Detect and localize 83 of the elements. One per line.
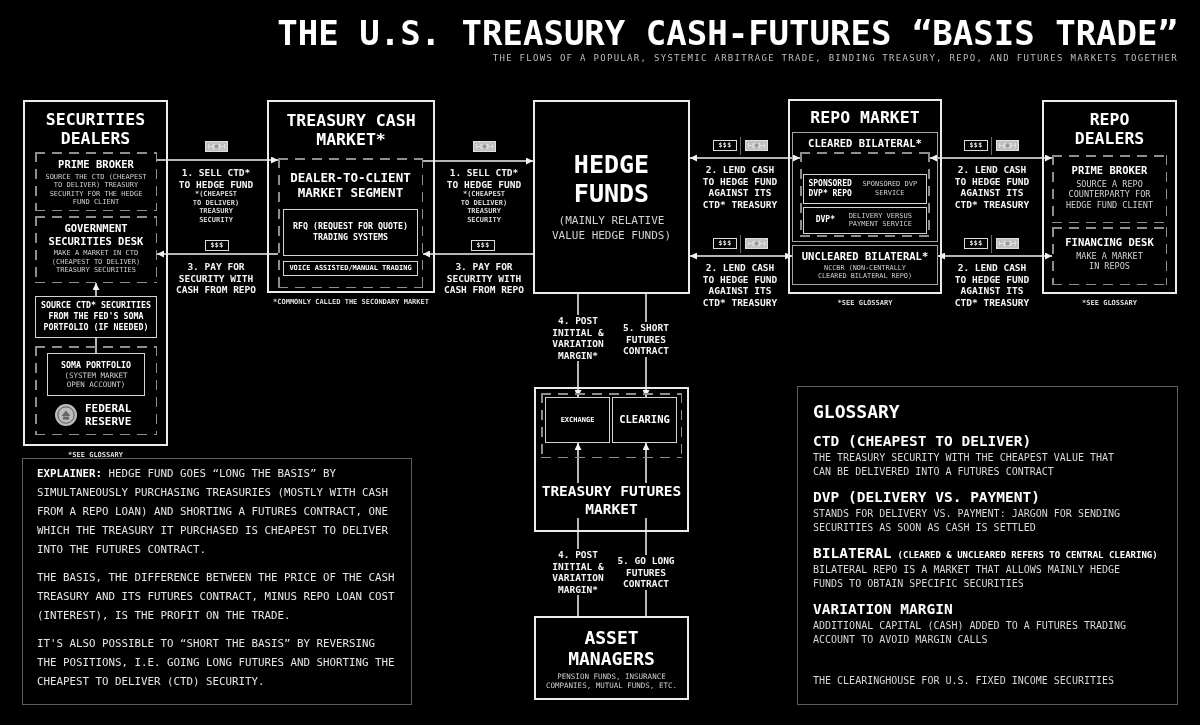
portfolio-box <box>47 353 145 396</box>
glossary-definition: STANDS FOR DELIVERY VS. PAYMENT: JARGON FOR SENDING SECURITIES AS SOON AS CASH IS SETTLED <box>813 507 1122 535</box>
double-arrow <box>929 154 1053 162</box>
glossary-term: VARIATION MARGIN <box>813 601 953 618</box>
service-box <box>802 173 927 204</box>
node-title: TREASURY CASH MARKET* <box>285 112 417 150</box>
market-box <box>267 100 435 293</box>
glossary-definition: BILATERAL REPO IS A MARKET THAT ALLOWS MAINLY HEDGE FUNDS TO OBTAIN SPECIFIC SECURITIES <box>813 563 1122 591</box>
section-title: UNCLEARED BILATERAL* <box>801 249 929 263</box>
arrow <box>92 282 100 297</box>
description: (MAINLY RELATIVE VALUE HEDGE FUNDS) <box>550 214 673 244</box>
edge-label: 1. SELL CTD* TO HEDGE FUND <box>176 167 256 190</box>
double-arrow <box>689 252 793 260</box>
system-box <box>283 209 418 256</box>
node-title: REPO DEALERS <box>1073 111 1146 149</box>
segment-box <box>792 245 938 285</box>
segment-box <box>278 158 423 288</box>
institution-box <box>35 346 157 435</box>
clearing-box <box>612 397 677 443</box>
glossary-definition: THE CLEARINGHOUSE FOR U.S. FIXED INCOME SECURITIES <box>813 674 1115 688</box>
glossary-panel <box>797 386 1178 705</box>
section-title: CLEARING <box>619 412 670 426</box>
node-title: REPO MARKET <box>810 109 920 128</box>
edge-label: 2. LEND CASH TO HEDGE FUND AGAINST ITS CTD* TREASURY <box>700 164 780 210</box>
item-title: SPONSORED DVP* REPO <box>807 178 853 199</box>
exchange-box <box>545 397 610 443</box>
desk-box <box>1052 155 1167 223</box>
item-title: SOURCE CTD* SECURITIES FROM THE FED'S SOMA PORTFOLIO (IF NEEDED) <box>40 300 152 333</box>
desk-box <box>1052 227 1167 285</box>
connector-line <box>95 337 97 354</box>
glossary-term: CTD (CHEAPEST TO DELIVER) <box>813 433 1032 450</box>
item-title: DVP* <box>815 215 835 225</box>
node-title: SECURITIES DEALERS <box>44 111 147 149</box>
venue-frame <box>541 393 682 458</box>
service-box <box>802 206 927 234</box>
item-title: RFQ (REQUEST FOR QUOTE) TRADING SYSTEMS <box>292 221 409 243</box>
glossary-title: GLOSSARY <box>813 401 900 423</box>
node-title: HEDGE FUNDS <box>572 150 651 209</box>
participant-box <box>533 100 690 294</box>
node-title: TREASURY FUTURES MARKET <box>539 483 684 518</box>
segment-box <box>792 132 938 242</box>
explainer-paragraph: THE BASIS, THE DIFFERENCE BETWEEN THE PRICE OF THE CASH TREASURY AND ITS FUTURES CONTRACT, MINUS REPO LOAN COST (INTEREST), IS THE PROFIT ON THE TRADE. <box>37 569 396 624</box>
title: THE U.S. TREASURY CASH-FUTURES “BASIS TRADE” <box>277 14 1178 52</box>
edge-label: 2. LEND CASH TO HEDGE FUND AGAINST ITS CTD* TREASURY <box>700 262 780 308</box>
arrow <box>156 250 279 258</box>
glossary-note: (CLEARED & UNCLEARED REFERS TO CENTRAL CLEARING) <box>897 549 1158 561</box>
desk-box <box>35 216 157 283</box>
glossary-term: DVP (DELIVERY VS. PAYMENT) <box>813 489 1040 506</box>
explainer-paragraph: IT'S ALSO POSSIBLE TO “SHORT THE BASIS” BY REVERSING THE POSITIONS, I.E. GOING LONG FUTURES AND SHORTING THE CHEAPEST TO DELIVER (CTD) SECURITY. <box>37 635 396 690</box>
arrow <box>156 156 279 164</box>
market-box <box>534 387 689 532</box>
institution-name: FEDERAL RESERVE <box>85 401 133 428</box>
node-title: ASSET MANAGERS <box>567 628 656 670</box>
edge-label: 2. LEND CASH TO HEDGE FUND AGAINST ITS CTD* TREASURY <box>952 164 1032 210</box>
edge-label: 2. LEND CASH TO HEDGE FUND AGAINST ITS CTD* TREASURY <box>952 262 1032 308</box>
arrow <box>422 250 534 258</box>
double-arrow <box>937 252 1053 260</box>
section-title: FINANCING DESK <box>1065 236 1154 249</box>
explainer-paragraph: EXPLAINER: HEDGE FUND GOES “LONG THE BASIS” BY SIMULTANEOUSLY PURCHASING TREASURIES (MOSTLY WITH CASH FROM A REPO LOAN) AND SHORTING A FUTURES CONTRACT, ONE WHICH THE TREASURY IT PURCHASED IS CHEAPEST TO DELIVER INTO THE FUTURES CONTRACT. <box>37 465 389 558</box>
market-box <box>788 99 942 294</box>
clearing-frame <box>799 151 930 237</box>
glossary-definition: THE TREASURY SECURITY WITH THE CHEAPEST VALUE THAT CAN BE DELIVERED INTO A FUTURES CONTRACT <box>813 451 1116 479</box>
double-arrow <box>689 154 801 162</box>
glossary-term: BILATERAL <box>813 545 892 562</box>
glossary-definition: ADDITIONAL CAPITAL (CASH) ADDED TO A FUTURES TRADING ACCOUNT TO AVOID MARGIN CALLS <box>813 619 1128 647</box>
system-box <box>283 261 418 276</box>
item-title: SOMA PORTFOLIO <box>61 359 131 371</box>
subtitle: THE FLOWS OF A POPULAR, SYSTEMIC ARBITRAGE TRADE, BINDING TREASURY, REPO, AND FUTURES MARKETS TOGETHER <box>492 53 1178 64</box>
description: SOURCE A REPO COUNTERPARTY FOR HEDGE FUND CLIENT <box>1065 178 1154 211</box>
segment-title: DEALER-TO-CLIENT MARKET SEGMENT <box>289 170 412 200</box>
explainer-panel <box>22 458 412 705</box>
participant-box <box>534 616 689 700</box>
edge-label: 5. GO LONG FUTURES CONTRACT <box>615 555 677 590</box>
arrow <box>422 157 534 165</box>
section-title: GOVERNMENT SECURITIES DESK <box>47 222 145 248</box>
section-title: CLEARED BILATERAL* <box>808 137 922 150</box>
participant-box <box>1042 100 1177 294</box>
section-title: PRIME BROKER <box>1071 164 1148 177</box>
participant-box <box>23 100 168 446</box>
section-title: PRIME BROKER <box>58 158 134 171</box>
edge-label: 1. SELL CTD* TO HEDGE FUND <box>444 167 524 190</box>
description: MAKE A MARKET IN REPOS <box>1075 250 1144 272</box>
desk-box <box>35 152 157 211</box>
